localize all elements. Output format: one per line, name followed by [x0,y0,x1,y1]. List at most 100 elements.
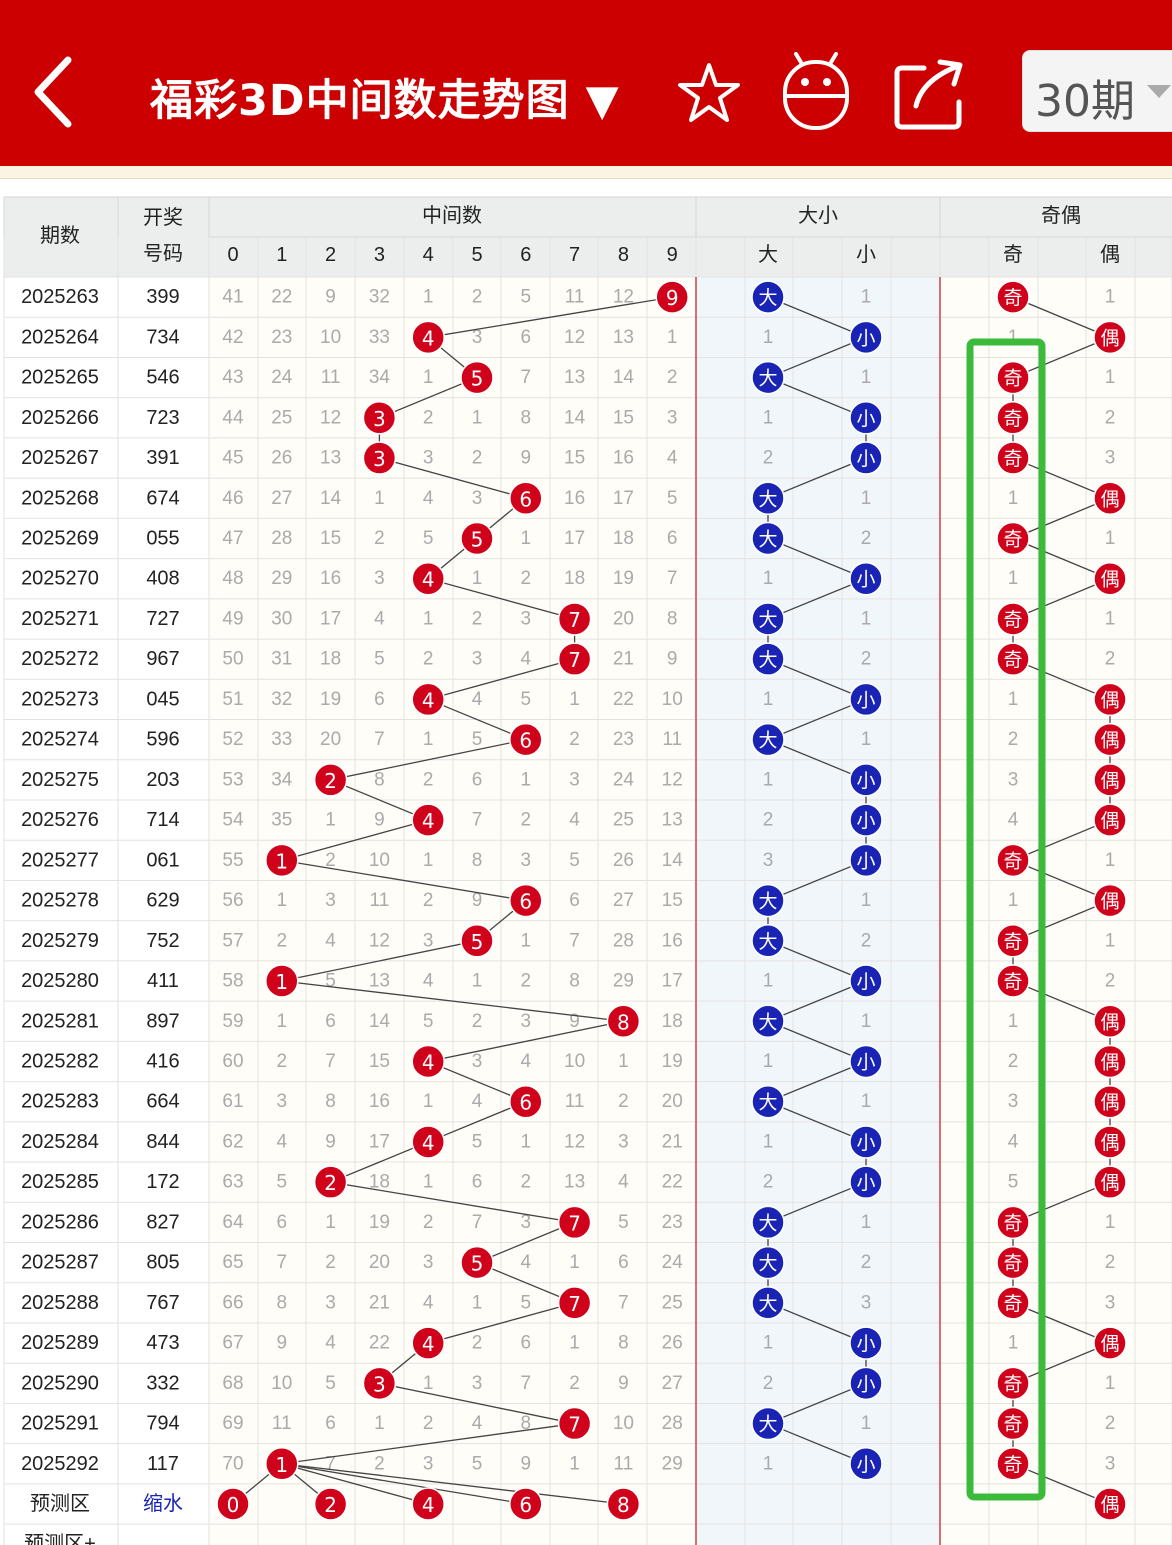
draw-cell: 752 [146,930,179,952]
mid-ball: 4 [411,1326,445,1360]
mid-missing: 4 [472,1091,483,1112]
size-ball: 大 [751,602,785,636]
mid-missing: 11 [662,729,682,750]
svg-text:2: 2 [324,769,337,793]
mid-missing: 1 [569,1333,580,1354]
svg-text:小: 小 [856,1172,875,1194]
mid-ball: 6 [509,481,543,516]
parity-missing: 2 [1008,729,1019,750]
size-ball: 小 [849,803,883,837]
parity-missing: 1 [1008,890,1019,911]
mid-missing: 2 [667,367,678,388]
mid-missing: 7 [325,1453,336,1474]
svg-text:5: 5 [471,930,484,954]
svg-text:大: 大 [758,1293,777,1315]
period-cell: 2025290 [21,1372,99,1394]
share-icon[interactable] [892,56,968,130]
mid-missing: 22 [369,1333,390,1354]
draw-cell: 408 [146,568,179,590]
svg-text:偶: 偶 [1100,770,1119,792]
mid-missing: 22 [271,287,292,308]
mid-missing: 3 [325,890,336,911]
predict-shrink-link[interactable]: 缩水 [143,1492,183,1515]
mid-ball: 3 [362,441,397,475]
mid-missing: 14 [613,367,635,388]
mid-missing: 1 [423,850,434,871]
mid-missing: 17 [369,1131,390,1152]
mid-missing: 1 [569,1252,580,1273]
robot-icon[interactable] [780,50,852,134]
mid-trend-line [281,296,673,1465]
mid-missing: 1 [423,608,434,629]
svg-text:偶: 偶 [1100,730,1119,752]
mid-missing: 16 [613,448,634,469]
period-select[interactable]: 30期 [1022,50,1172,132]
svg-text:小: 小 [856,1333,875,1355]
mid-missing: 8 [325,1091,336,1112]
svg-text:小: 小 [856,770,875,792]
mid-missing: 4 [521,1051,532,1072]
mid-missing: 70 [222,1453,243,1474]
mid-missing: 2 [423,1413,434,1434]
parity-missing: 1 [1105,528,1116,549]
mid-missing: 2 [374,528,385,549]
mid-missing: 65 [222,1252,243,1273]
chevron-left-icon[interactable] [28,52,84,132]
mid-missing: 3 [618,1131,629,1152]
mid-missing: 14 [564,407,586,428]
mid-missing: 6 [472,769,483,790]
star-icon[interactable] [676,60,742,126]
mid-missing: 55 [222,850,243,871]
parity-ball: 偶 [1093,320,1127,355]
predict-line [281,1463,624,1505]
parity-ball: 奇 [996,401,1030,435]
mid-missing: 59 [222,1011,243,1032]
mid-missing: 2 [569,1373,580,1394]
mid-missing: 31 [271,649,292,670]
mid-missing: 48 [222,568,243,589]
mid-missing: 33 [271,729,292,750]
draw-cell: 727 [146,608,179,630]
mid-missing: 54 [222,810,244,831]
mid-missing: 3 [374,568,385,589]
header-digit: 1 [276,244,287,266]
parity-ball: 偶 [1093,682,1127,717]
svg-text:0: 0 [227,1493,240,1517]
svg-text:奇: 奇 [1003,448,1022,470]
mid-missing: 9 [667,649,678,670]
header-parity: 偶 [1100,243,1120,266]
table-left-bg [4,277,210,1545]
header-digit: 5 [471,244,482,266]
mid-missing: 6 [374,689,385,710]
svg-text:大: 大 [758,1414,777,1436]
size-ball: 大 [751,481,785,516]
svg-text:奇: 奇 [1003,1454,1022,1476]
mid-missing: 12 [369,930,390,951]
mid-missing: 34 [271,769,293,790]
svg-text:小: 小 [856,327,875,349]
svg-text:4: 4 [422,1332,435,1356]
mid-missing: 44 [222,407,244,428]
parity-missing: 1 [1105,608,1116,629]
page-title[interactable]: 福彩3D中间数走势图 ▼ [150,76,620,126]
mid-missing: 18 [613,528,634,549]
mid-missing: 61 [222,1091,243,1112]
mid-missing: 26 [662,1333,683,1354]
mid-missing: 17 [320,608,341,629]
svg-text:奇: 奇 [1003,528,1022,550]
size-missing: 1 [861,488,872,509]
mid-missing: 2 [472,1333,483,1354]
header-divider [0,166,1172,179]
mid-missing: 1 [472,1292,483,1313]
mid-ball: 2 [313,763,348,797]
mid-missing: 2 [521,568,532,589]
size-ball: 大 [751,1406,785,1441]
period-cell: 2025265 [21,367,99,389]
mid-missing: 1 [472,568,483,589]
mid-missing: 10 [271,1373,292,1394]
mid-missing: 1 [521,528,532,549]
parity-ball: 奇 [996,602,1030,636]
draw-cell: 674 [146,487,179,509]
svg-text:4: 4 [422,568,435,592]
mid-missing: 32 [271,689,292,710]
